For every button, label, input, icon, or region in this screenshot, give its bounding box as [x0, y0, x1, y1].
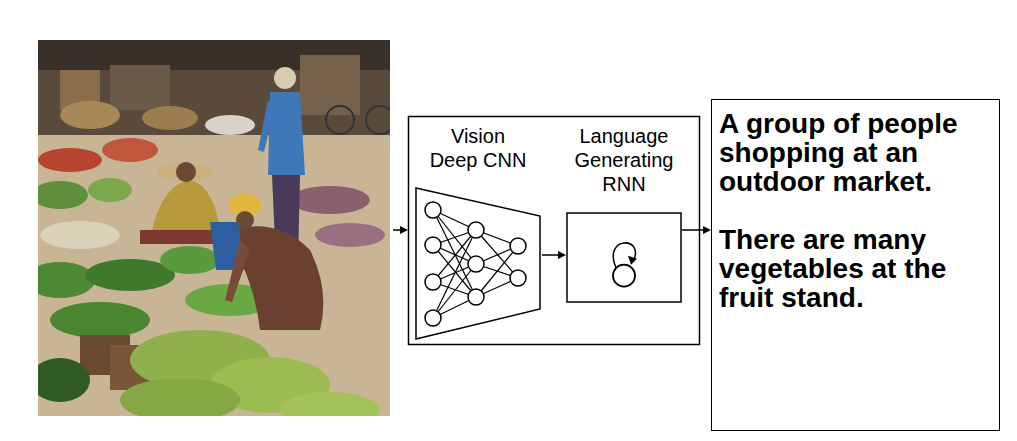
- cnn-trapezoid: [414, 187, 542, 340]
- block-label: Vision Deep CNN: [426, 124, 530, 172]
- rnn-box: [566, 212, 682, 303]
- connector-arrow: [682, 226, 711, 234]
- rnn-block: Language Generating RNN: [566, 124, 682, 303]
- cnn-block: Vision Deep CNN: [414, 124, 542, 340]
- market-photo: [38, 40, 390, 416]
- input-arrow: [393, 226, 408, 234]
- caption-text: There are many vegetables at the fruit s…: [719, 225, 991, 312]
- connector-arrow: [542, 251, 566, 259]
- block-label: Language Generating RNN: [568, 124, 680, 196]
- caption-box: A group of people shopping at an outdoor…: [711, 99, 1000, 431]
- model-box: [409, 117, 700, 345]
- caption-text: A group of people shopping at an outdoor…: [719, 109, 991, 196]
